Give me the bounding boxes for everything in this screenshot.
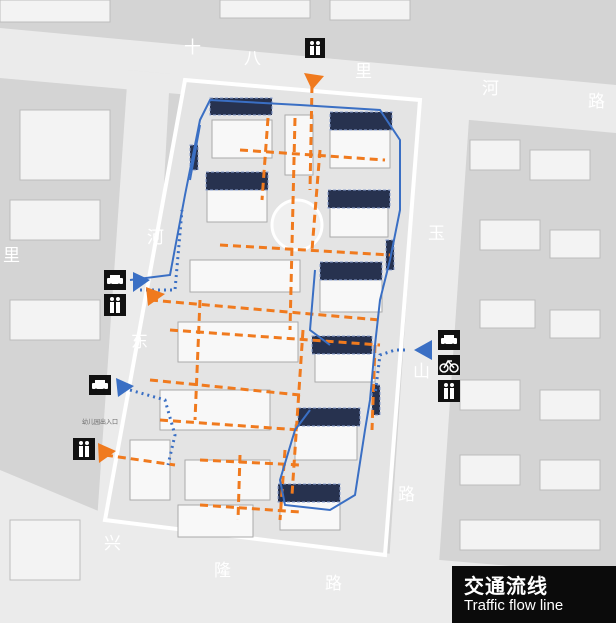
svg-text:十: 十 [184, 38, 201, 58]
svg-text:幼儿园出入口: 幼儿园出入口 [82, 418, 118, 426]
svg-text:玉: 玉 [428, 224, 445, 244]
legend-title: 交通流线 [464, 574, 548, 598]
svg-text:河: 河 [147, 228, 164, 248]
svg-text:山: 山 [413, 362, 430, 382]
car-icon-west [104, 270, 126, 290]
vehicle-flow-dotted [129, 209, 405, 466]
svg-text:兴: 兴 [104, 534, 121, 554]
svg-text:路: 路 [398, 485, 415, 505]
pedestrian-icon-north [305, 38, 325, 58]
svg-text:路: 路 [588, 92, 605, 112]
vehicle-flow [129, 98, 401, 512]
svg-text:河: 河 [482, 79, 499, 99]
pedestrian-icon-east [438, 380, 460, 402]
arrow-west-vehicle-lower [116, 378, 134, 397]
svg-text:里: 里 [3, 246, 20, 266]
car-icon-east [438, 330, 460, 350]
svg-text:东: 东 [131, 332, 148, 352]
arrow-east-vehicle [414, 340, 432, 360]
arrow-north-pedestrian [304, 73, 324, 90]
arrow-west-vehicle [133, 272, 150, 292]
car-icon-west-lower [89, 375, 111, 395]
pedestrian-icon-southwest [73, 438, 95, 460]
svg-text:八: 八 [244, 49, 261, 69]
parking-areas [189, 97, 395, 503]
central-garden [270, 198, 324, 252]
entry-arrows [98, 73, 432, 463]
legend: 交通流线 Traffic flow line [452, 566, 616, 623]
svg-text:里: 里 [355, 62, 372, 82]
residential-buildings [129, 114, 391, 538]
road-names: 十 八 里 河 路 河 东 里 玉 山 路 兴 隆 路 幼儿园出入口 [3, 38, 605, 594]
svg-text:路: 路 [325, 574, 342, 594]
bicycle-icon-east [438, 355, 460, 375]
pedestrian-icon-west [104, 294, 126, 316]
pedestrian-flow [104, 84, 391, 521]
legend-subtitle: Traffic flow line [464, 597, 564, 614]
arrow-southwest-pedestrian [98, 443, 116, 463]
svg-text:隆: 隆 [214, 561, 231, 581]
surrounding-buildings [0, 0, 601, 581]
arrow-west-pedestrian [146, 287, 165, 306]
